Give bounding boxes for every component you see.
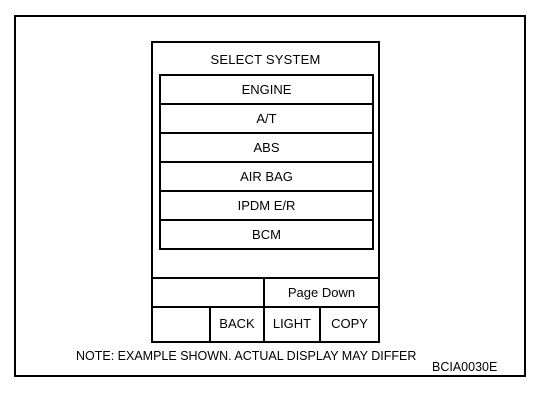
blank-cell (153, 279, 265, 306)
screen-title: SELECT SYSTEM (210, 52, 321, 67)
display-note: NOTE: EXAMPLE SHOWN. ACTUAL DISPLAY MAY … (76, 349, 417, 363)
menu-item-abs[interactable]: ABS (161, 134, 372, 163)
menu-item-bcm[interactable]: BCM (252, 227, 281, 242)
page-down-row: Page Down (153, 279, 378, 308)
back-button[interactable]: BACK (211, 308, 265, 341)
page-down-button[interactable]: Page Down (287, 285, 356, 300)
consult-screen: SELECT SYSTEM ENGINE A/T ABS AIR BAG IPD… (151, 41, 380, 343)
system-menu-list: ENGINE A/T ABS AIR BAG IPDM E/R BCM (159, 74, 374, 250)
bottom-button-row: BACK LIGHT COPY (153, 308, 378, 341)
blank-button-cell (153, 308, 211, 341)
light-button[interactable]: LIGHT (265, 308, 321, 341)
figure-code: BCIA0030E (432, 360, 498, 374)
screen-button-area: Page Down BACK LIGHT COPY (153, 277, 378, 341)
figure-frame (14, 15, 526, 377)
menu-item-engine[interactable]: ENGINE (161, 76, 372, 105)
menu-item-at[interactable]: A/T (161, 105, 372, 134)
menu-item-ipdm-er[interactable]: IPDM E/R (161, 192, 372, 221)
copy-button[interactable]: COPY (331, 316, 368, 331)
menu-item-air-bag[interactable]: AIR BAG (161, 163, 372, 192)
